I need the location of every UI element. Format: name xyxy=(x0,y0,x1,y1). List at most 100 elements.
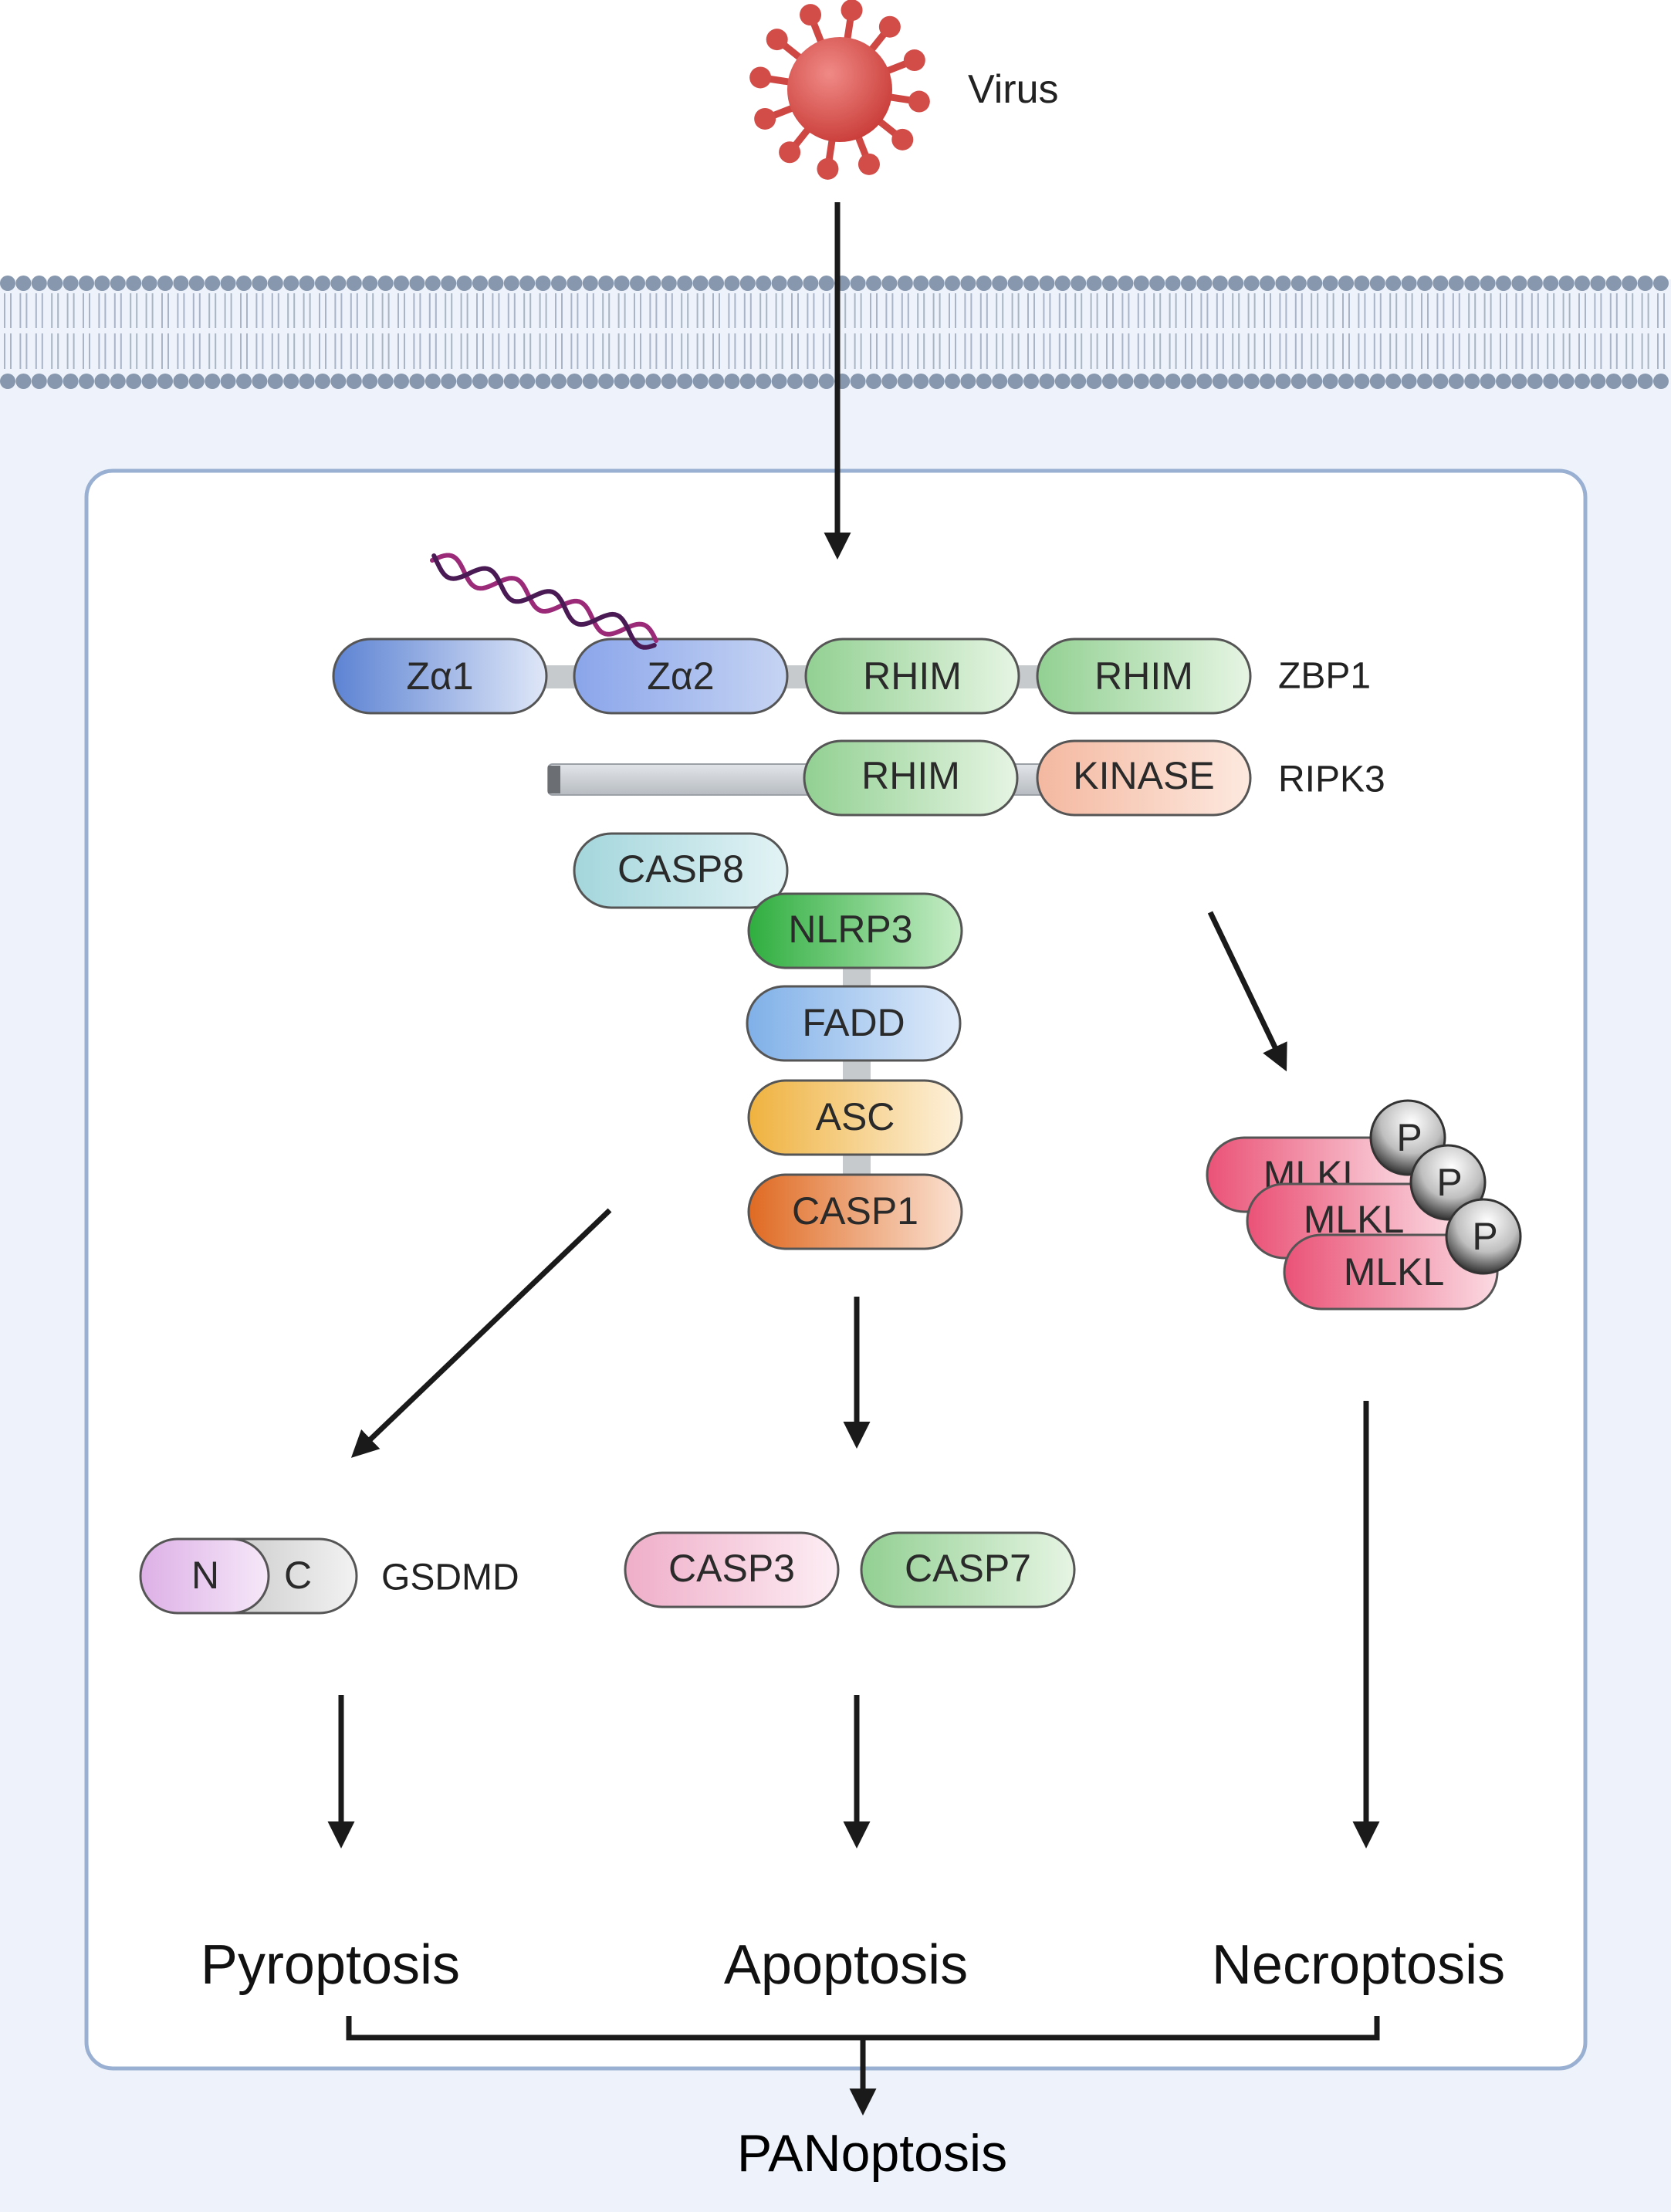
lipid-tail-upper xyxy=(1452,293,1460,328)
virus-spike-tip xyxy=(891,128,914,151)
lipid-head-lower xyxy=(582,374,598,389)
lipid-head-lower xyxy=(519,374,536,389)
lipid-tail-lower xyxy=(334,333,343,369)
lipid-head-lower xyxy=(1243,374,1260,389)
lipid-head-upper xyxy=(1260,276,1275,291)
lipid-tail-upper xyxy=(240,293,248,328)
lipid-head-lower xyxy=(1039,374,1055,389)
gsdmd-n-domain xyxy=(139,1537,270,1615)
virus-spike-tip xyxy=(749,66,772,89)
zbp1-protein: Zα1 Zα2 RHIM RHIM xyxy=(332,638,1252,715)
lipid-head-lower xyxy=(771,374,787,389)
lipid-head-lower xyxy=(1290,374,1307,389)
lipid-head-upper xyxy=(1007,276,1023,291)
lipid-tail-lower xyxy=(1185,333,1192,369)
lipid-head-lower xyxy=(1575,374,1590,389)
virus-spike-tip xyxy=(800,4,822,26)
lipid-tail-upper xyxy=(617,293,626,328)
lipid-tail-upper xyxy=(507,293,516,328)
lipid-tail-lower xyxy=(1326,333,1334,369)
lipid-head-lower xyxy=(645,374,661,389)
lipid-head-lower xyxy=(677,374,693,389)
lipid-tail-upper xyxy=(208,293,217,328)
lipid-head-lower xyxy=(503,374,519,389)
lipid-head-lower xyxy=(803,374,819,389)
lipid-head-lower xyxy=(1417,374,1433,389)
lipid-head-upper xyxy=(1590,276,1606,291)
lipid-head-upper xyxy=(1133,276,1149,291)
lipid-head-upper xyxy=(1181,276,1196,291)
lipid-head-lower xyxy=(567,374,583,389)
ripk3-domain-kinase-label: KINASE xyxy=(1073,754,1214,797)
lipid-tail-upper xyxy=(1421,293,1429,328)
lipid-head-lower xyxy=(1448,374,1464,389)
lipid-head-lower xyxy=(850,374,866,389)
lipid-head-upper xyxy=(15,276,32,291)
gsdmd-protein: C N xyxy=(139,1537,358,1615)
lipid-tail-upper xyxy=(98,293,107,328)
lipid-head-lower xyxy=(299,374,315,389)
lipid-tail-lower xyxy=(555,333,563,369)
lipid-head-upper xyxy=(535,276,551,291)
lipid-head-lower xyxy=(377,374,394,389)
phospho-2-label: P xyxy=(1436,1161,1462,1204)
lipid-tail-upper xyxy=(1594,293,1602,328)
lipid-tail-lower xyxy=(445,333,453,369)
lipid-head-lower xyxy=(1023,374,1039,389)
gsdmd-n-label: N xyxy=(191,1554,219,1597)
lipid-head-lower xyxy=(1496,374,1511,389)
lipid-head-upper xyxy=(567,276,583,291)
lipid-head-lower xyxy=(1527,374,1543,389)
lipid-head-upper xyxy=(362,276,378,291)
casp8-domain xyxy=(573,832,789,909)
lipid-tail-upper xyxy=(870,293,878,328)
lipid-tail-upper xyxy=(964,293,972,328)
lipid-head-upper xyxy=(94,276,110,291)
lipid-tail-lower xyxy=(775,333,783,369)
lipid-tail-lower xyxy=(1547,333,1555,369)
lipid-tail-lower xyxy=(885,333,894,369)
lipid-head-lower xyxy=(1307,374,1323,389)
lipid-head-lower xyxy=(362,374,378,389)
lipid-tail-lower xyxy=(1090,333,1098,369)
lipid-tail-lower xyxy=(1531,333,1539,369)
lipid-head-upper xyxy=(818,276,834,291)
virus-spike-tip xyxy=(817,157,839,180)
lipid-head-lower xyxy=(1196,374,1213,389)
lipid-tail-upper xyxy=(4,293,12,328)
lipid-head-lower xyxy=(47,374,63,389)
lipid-head-lower xyxy=(472,374,488,389)
lipid-head-lower xyxy=(598,374,614,389)
lipid-tail-upper xyxy=(996,293,1004,328)
lipid-head-lower xyxy=(1086,374,1102,389)
gsdmd-c-label: C xyxy=(284,1554,312,1597)
ripk3-label: RIPK3 xyxy=(1278,759,1385,800)
lipid-tail-upper xyxy=(492,293,500,328)
phospho-1-label: P xyxy=(1396,1116,1422,1159)
lipid-head-upper xyxy=(188,276,205,291)
lipid-tail-lower xyxy=(743,333,752,369)
lipid-tail-upper xyxy=(177,293,185,328)
lipid-tail-upper xyxy=(1657,293,1665,328)
virus-spike-tip xyxy=(908,90,930,113)
lipid-head-lower xyxy=(1260,374,1275,389)
lipid-tail-lower xyxy=(350,333,358,369)
virus-body xyxy=(787,37,892,142)
lipid-tail-lower xyxy=(1578,333,1586,369)
ripk3-domain-rhim-label: RHIM xyxy=(861,754,960,797)
lipid-tail-lower xyxy=(460,333,468,369)
lipid-head-upper xyxy=(1637,276,1653,291)
phospho-3-label: P xyxy=(1472,1215,1497,1258)
lipid-head-upper xyxy=(1385,276,1402,291)
lipid-head-upper xyxy=(456,276,472,291)
virus-spike-tip xyxy=(878,15,901,38)
lipid-head-upper xyxy=(1307,276,1323,291)
lipid-head-upper xyxy=(441,276,457,291)
lipid-head-upper xyxy=(394,276,409,291)
lipid-tail-upper xyxy=(1106,293,1114,328)
lipid-tail-upper xyxy=(1027,293,1035,328)
ripk3-domain-rhim xyxy=(803,739,1019,817)
lipid-head-upper xyxy=(1228,276,1244,291)
lipid-tail-lower xyxy=(1468,333,1477,369)
